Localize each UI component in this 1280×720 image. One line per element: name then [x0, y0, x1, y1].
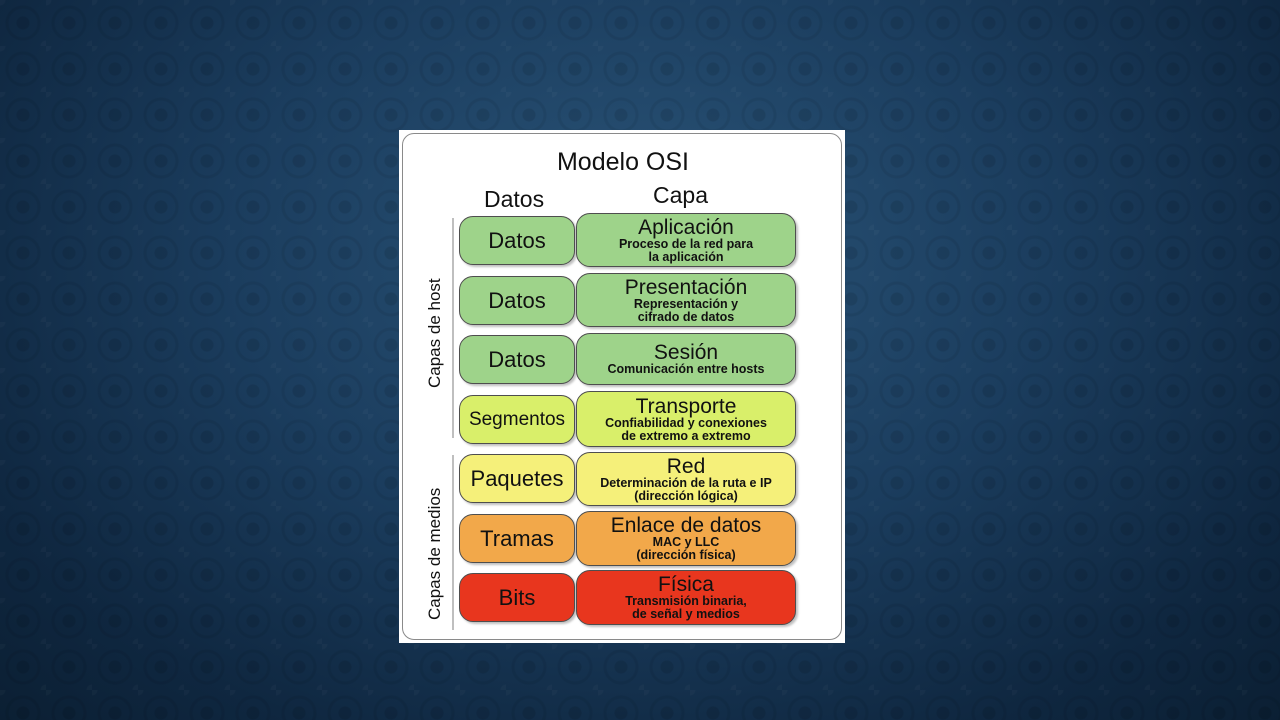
layer-name: Presentación: [624, 275, 748, 299]
media-group-bracket: [452, 455, 454, 630]
data-unit-pill: Datos: [459, 335, 575, 384]
data-unit-label: Paquetes: [470, 465, 564, 491]
layer-pill: Enlace de datos MAC y LLC (dirección fís…: [576, 511, 796, 566]
osi-diagram-card: Modelo OSI Datos Capa Capas de host Capa…: [399, 130, 845, 643]
layer-pill: Transporte Confiabilidad y conexiones de…: [576, 391, 796, 447]
layer-name: Aplicación: [638, 215, 734, 239]
layer-description: cifrado de datos: [637, 309, 735, 324]
column-header-layer: Capa: [653, 182, 708, 208]
layer-description: la aplicación: [648, 249, 724, 264]
layer-description: Comunicación entre hosts: [607, 362, 765, 377]
data-unit-label: Tramas: [480, 525, 554, 551]
diagram-title: Modelo OSI: [556, 148, 689, 176]
layer-description: Confiabilidad y conexiones: [605, 415, 767, 430]
layer-description: (dirección física): [636, 548, 736, 563]
layer-pill: Sesión Comunicación entre hosts: [576, 333, 796, 385]
layer-name: Transporte: [635, 394, 737, 418]
layer-name: Red: [666, 454, 706, 478]
data-unit-label: Datos: [488, 227, 546, 253]
data-unit-pill: Paquetes: [459, 454, 575, 503]
data-unit-label: Segmentos: [468, 408, 566, 430]
layer-description: de señal y medios: [632, 607, 740, 622]
data-unit-pill: Datos: [459, 216, 575, 265]
layer-description: Proceso de la red para: [618, 236, 754, 251]
data-unit-pill: Datos: [459, 276, 575, 325]
layer-name: Física: [657, 573, 714, 597]
layer-pill: Física Transmisión binaria, de señal y m…: [576, 570, 796, 625]
layer-description: Determinación de la ruta e IP: [600, 475, 772, 490]
data-unit-pill: Tramas: [459, 514, 575, 563]
group-label-media: Capas de medios: [425, 487, 444, 620]
column-header-data: Datos: [484, 186, 545, 212]
host-group-bracket: [452, 218, 454, 438]
layer-pill: Aplicación Proceso de la red para la apl…: [576, 213, 796, 267]
group-label-host: Capas de host: [425, 278, 444, 388]
layer-description: Transmisión binaria,: [625, 594, 747, 609]
layer-pill: Presentación Representación y cifrado de…: [576, 273, 796, 327]
data-unit-label: Datos: [488, 287, 546, 313]
layer-name: Sesión: [653, 340, 719, 364]
layer-description: Representación y: [633, 296, 739, 311]
data-unit-pill: Segmentos: [459, 395, 575, 444]
data-unit-pill: Bits: [459, 573, 575, 622]
data-unit-label: Bits: [498, 584, 536, 610]
data-unit-label: Datos: [488, 346, 546, 372]
layer-description: (dirección lógica): [634, 488, 738, 503]
layer-description: MAC y LLC: [652, 535, 720, 550]
layer-pill: Red Determinación de la ruta e IP (direc…: [576, 452, 796, 506]
layer-name: Enlace de datos: [610, 514, 762, 538]
layer-description: de extremo a extremo: [621, 428, 751, 443]
